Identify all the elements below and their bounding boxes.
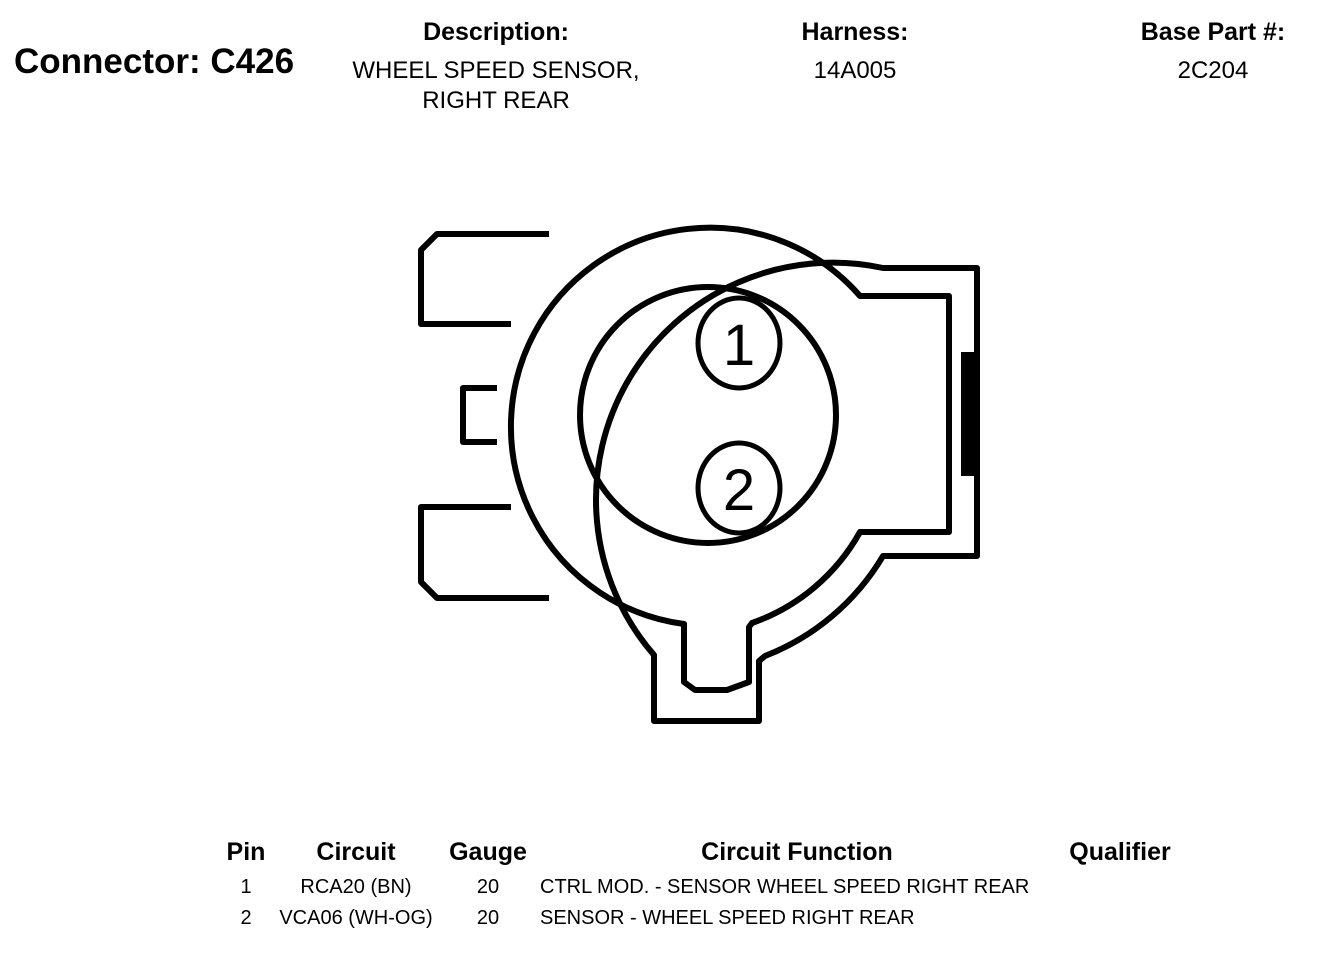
col-header-gauge: Gauge [449,838,527,866]
base-part-value: 2C204 [1177,57,1249,84]
row-circuit: VCA06 (WH-OG) [279,907,433,929]
key-tab-left [460,385,497,445]
connector-title: Connector: C426 [14,42,295,81]
row-pin: 2 [240,907,252,929]
description-value: WHEEL SPEED SENSOR, RIGHT REAR [296,56,696,116]
inner-rim [507,224,952,693]
row-gauge: 20 [476,876,500,898]
harness-value: 14A005 [813,57,897,84]
row-function: SENSOR - WHEEL SPEED RIGHT REAR [540,907,915,929]
col-header-circuit: Circuit [316,838,396,866]
col-header-function: Circuit Function [701,838,893,866]
pin-1-label: 1 [723,313,755,378]
description-line-1: WHEEL SPEED SENSOR, [352,57,640,84]
description-header: Description: [423,18,569,46]
lock-bar [961,352,974,476]
latch-tab-top [418,231,549,327]
pin-1-circle [695,295,783,391]
row-circuit: RCA20 (BN) [300,876,412,898]
base-part-header: Base Part #: [1140,18,1286,46]
pin-2-circle [695,440,783,536]
housing-outline [593,259,980,724]
description-line-2: RIGHT REAR [422,87,570,114]
col-header-pin: Pin [226,838,266,866]
col-header-qualifier: Qualifier [1069,838,1171,866]
harness-header: Harness: [801,18,909,46]
row-gauge: 20 [476,907,500,929]
row-pin: 1 [240,876,252,898]
latch-tab-bottom [418,504,549,601]
terminal-cavity [577,284,839,546]
pin-2-label: 2 [723,458,755,523]
row-function: CTRL MOD. - SENSOR WHEEL SPEED RIGHT REA… [540,876,1030,898]
